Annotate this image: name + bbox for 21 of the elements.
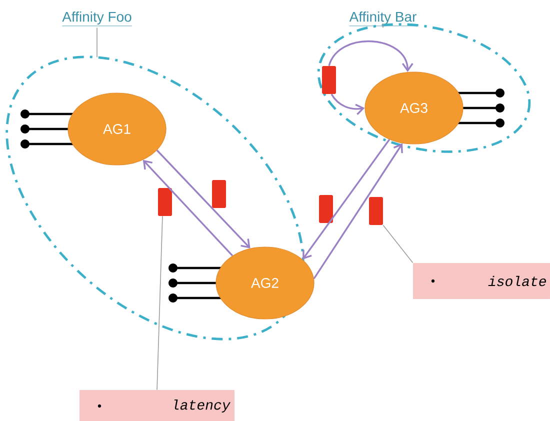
queue-block	[319, 195, 333, 223]
group-label: Affinity Bar	[349, 11, 417, 26]
queue-block	[369, 197, 383, 225]
queue-block	[158, 188, 172, 216]
arrow	[156, 150, 250, 248]
arrow	[142, 160, 234, 256]
arrow	[313, 143, 403, 280]
leader-line	[156, 216, 163, 390]
group-outline	[317, 23, 531, 153]
queue-block	[322, 66, 336, 94]
arrow	[302, 138, 390, 260]
queue-block	[212, 180, 226, 208]
leader-line	[96, 27, 98, 58]
arrow	[328, 40, 414, 72]
note-box: latency	[80, 390, 234, 421]
arrow	[330, 94, 365, 115]
leader-line	[382, 22, 384, 28]
note-box: isolate	[413, 263, 550, 299]
group-label: Affinity Foo	[62, 11, 132, 26]
group-outline	[6, 56, 304, 340]
leader-line	[382, 224, 414, 264]
